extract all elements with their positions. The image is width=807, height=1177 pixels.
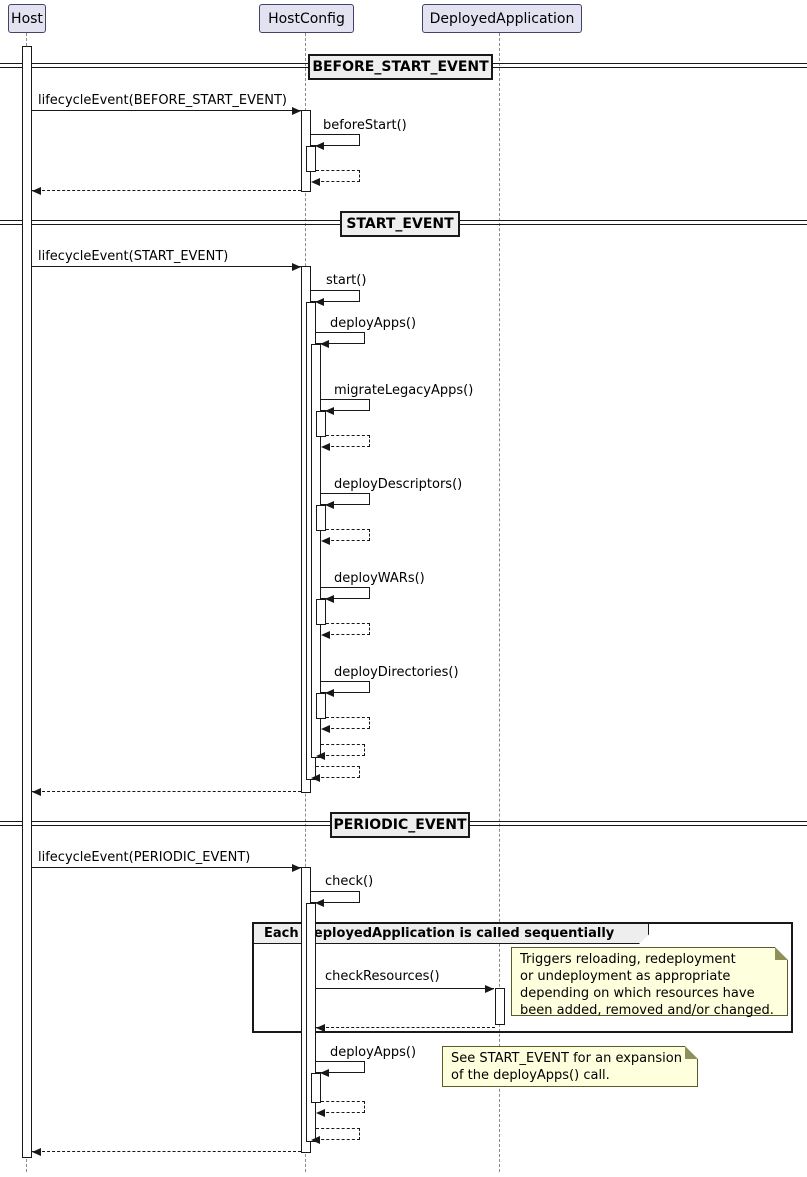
divider-before-start-event: BEFORE_START_EVENT	[308, 54, 493, 80]
self-call-deploywars	[321, 587, 370, 603]
arrowhead-icon	[321, 536, 330, 545]
self-call-deploydescriptors	[321, 493, 370, 509]
divider-periodic-event-label: PERIODIC_EVENT	[333, 817, 467, 833]
activation-host	[22, 46, 32, 1158]
group-frame-label: Each DeployedApplication is called seque…	[264, 926, 615, 941]
activation-migratelegacyapps	[316, 411, 326, 437]
arrowhead-icon	[316, 1023, 325, 1032]
message-label-deploywars: deployWARs()	[334, 571, 425, 586]
return-arrow-to-host-1	[32, 186, 301, 195]
activation-check	[306, 903, 316, 1142]
divider-start-event: START_EVENT	[340, 211, 460, 237]
arrowhead-icon	[311, 177, 320, 186]
self-return-deploydirectories	[321, 717, 370, 733]
self-call-deployapps-periodic	[316, 1061, 365, 1077]
participant-hostconfig-label: HostConfig	[268, 10, 345, 27]
self-return-deployapps-start	[316, 744, 365, 760]
message-label-beforestart: beforeStart()	[323, 118, 407, 133]
message-label-checkresources: checkResources()	[325, 969, 440, 984]
participant-host: Host	[8, 4, 46, 33]
arrowhead-icon	[485, 984, 494, 993]
arrowhead-icon	[311, 1135, 320, 1144]
self-call-start	[311, 290, 360, 306]
arrowhead-icon	[325, 406, 334, 415]
message-label-start: start()	[326, 273, 367, 288]
lifeline-deployedapplication	[499, 33, 500, 1172]
activation-deploydescriptors	[316, 505, 326, 531]
activation-deploydirectories	[316, 693, 326, 719]
participant-hostconfig: HostConfig	[259, 4, 354, 33]
arrowhead-icon	[292, 863, 301, 872]
arrowhead-icon	[325, 688, 334, 697]
arrowhead-icon	[32, 186, 41, 195]
self-return-deployapps-periodic	[316, 1101, 365, 1117]
message-label-deploydescriptors: deployDescriptors()	[334, 477, 463, 492]
self-call-deployapps-start	[316, 332, 365, 348]
arrowhead-icon	[316, 751, 325, 760]
arrowhead-icon	[321, 724, 330, 733]
note-deploy-apps: See START_EVENT for an expansion of the …	[442, 1046, 698, 1087]
arrowhead-icon	[325, 500, 334, 509]
return-arrow-to-host-2	[32, 787, 301, 796]
self-call-check	[311, 891, 360, 907]
divider-periodic-event: PERIODIC_EVENT	[330, 812, 470, 838]
participant-deployedapplication: DeployedApplication	[422, 4, 582, 33]
self-call-migratelegacyapps	[321, 399, 370, 415]
message-arrow-checkresources	[316, 984, 494, 993]
self-return-deploydescriptors	[321, 529, 370, 545]
arrowhead-icon	[292, 262, 301, 271]
self-return-migratelegacyapps	[321, 435, 370, 451]
message-label-deployapps-periodic: deployApps()	[330, 1045, 417, 1060]
arrowhead-icon	[311, 773, 320, 782]
self-return-check	[311, 1128, 360, 1144]
arrowhead-icon	[315, 141, 324, 150]
divider-start-event-label: START_EVENT	[346, 216, 454, 232]
message-label-lifecycle-start: lifecycleEvent(START_EVENT)	[38, 249, 229, 264]
participant-host-label: Host	[11, 10, 43, 27]
activation-deployapps-periodic	[311, 1073, 321, 1103]
group-frame-header: Each DeployedApplication is called seque…	[254, 924, 649, 944]
arrowhead-icon	[325, 594, 334, 603]
message-label-migratelegacyapps: migrateLegacyApps()	[334, 383, 474, 398]
arrowhead-icon	[315, 898, 324, 907]
activation-beforestart	[306, 146, 316, 172]
arrowhead-icon	[292, 106, 301, 115]
return-arrow-to-host-3	[32, 1147, 301, 1156]
arrowhead-icon	[320, 1068, 329, 1077]
arrowhead-icon	[315, 297, 324, 306]
message-label-check: check()	[325, 874, 374, 889]
self-call-beforestart	[311, 134, 360, 150]
arrowhead-icon	[316, 1108, 325, 1117]
self-return-start	[311, 766, 360, 782]
activation-deployedapplication	[495, 988, 505, 1025]
divider-before-start-event-label: BEFORE_START_EVENT	[312, 59, 489, 75]
arrowhead-icon	[32, 1147, 41, 1156]
message-label-lifecycle-periodic: lifecycleEvent(PERIODIC_EVENT)	[38, 850, 251, 865]
note-check-resources: Triggers reloading, redeployment or unde…	[511, 947, 788, 1018]
arrowhead-icon	[32, 787, 41, 796]
message-arrow-lifecycle-start	[32, 262, 301, 271]
activation-deploywars	[316, 599, 326, 625]
arrowhead-icon	[321, 442, 330, 451]
group-frame: Each DeployedApplication is called seque…	[252, 922, 793, 1033]
participant-deployedapplication-label: DeployedApplication	[429, 10, 575, 27]
arrowhead-icon	[320, 339, 329, 348]
arrowhead-icon	[321, 630, 330, 639]
message-arrow-lifecycle-before-start	[32, 106, 301, 115]
message-label-lifecycle-before-start: lifecycleEvent(BEFORE_START_EVENT)	[38, 93, 287, 108]
message-label-deployapps-start: deployApps()	[330, 316, 417, 331]
message-arrow-lifecycle-periodic	[32, 863, 301, 872]
self-return-deploywars	[321, 623, 370, 639]
self-return-beforestart	[311, 170, 360, 186]
return-arrow-checkresources	[316, 1023, 495, 1032]
message-label-deploydirectories: deployDirectories()	[334, 665, 459, 680]
self-call-deploydirectories	[321, 681, 370, 697]
